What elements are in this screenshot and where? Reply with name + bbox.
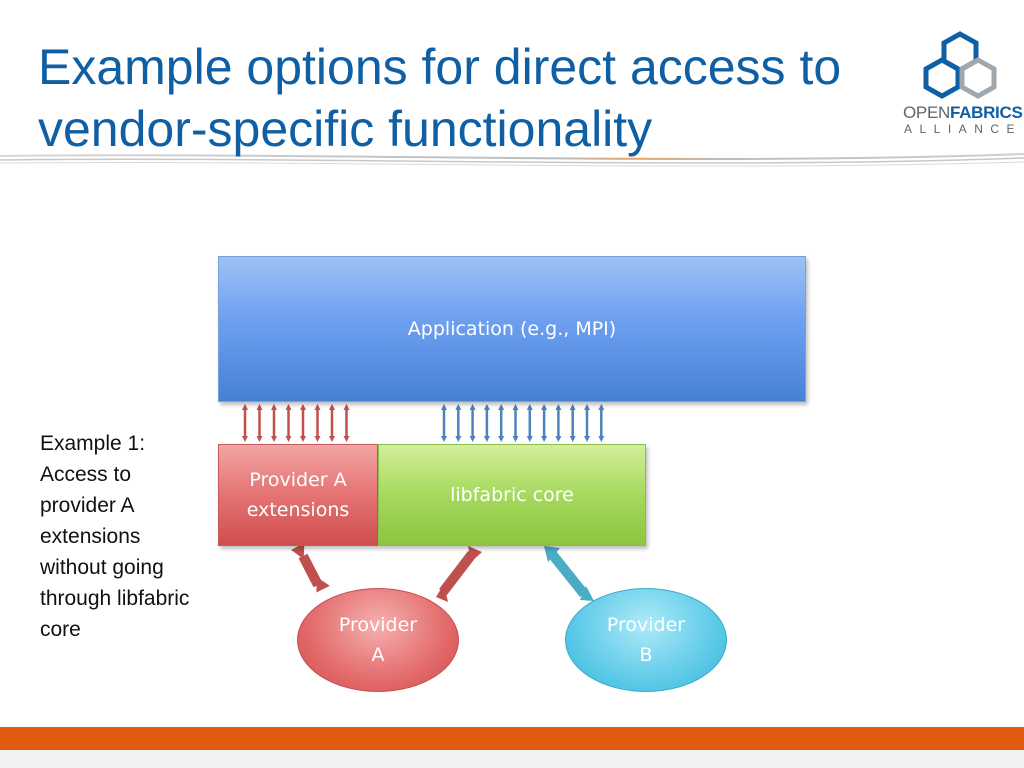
logo-subtitle: ALLIANCE [904, 122, 1023, 136]
libfabric-core-box: libfabric core [378, 444, 646, 546]
core-to-provider-b-arrow [544, 546, 594, 601]
logo-word-open: OPEN [903, 103, 950, 122]
provider-a-node: Provider A [297, 588, 459, 692]
note-line: extensions [40, 525, 141, 548]
provider-b-label-2: B [639, 644, 653, 666]
provider-a-extensions-label-1: Provider A [249, 469, 347, 491]
example-note: Example 1: Access to provider A extensio… [40, 428, 230, 645]
title-line-2: vendor-specific functionality [38, 101, 653, 157]
application-label: Application (e.g., MPI) [407, 318, 617, 340]
note-line: core [40, 618, 81, 641]
footer-bar [0, 727, 1024, 750]
logo-word-fabrics: FABRICS [949, 103, 1023, 122]
core-to-provider-a-arrow [436, 546, 482, 602]
libfabric-core-label: libfabric core [450, 484, 574, 506]
app-to-libfabric-core-arrows [441, 404, 605, 442]
logo-wordmark: OPENFABRICS [903, 104, 1023, 122]
provider-a-label-1: Provider [338, 614, 418, 636]
app-to-provider-a-ext-arrows [242, 404, 350, 442]
ext-to-provider-a-arrow [291, 543, 330, 593]
note-line: Access to [40, 463, 132, 486]
provider-a-extensions-box: Provider A extensions [218, 444, 378, 546]
note-line: without going [40, 556, 164, 579]
note-line: Example 1: [40, 432, 146, 455]
slide-title: Example options for direct access to ven… [38, 36, 841, 160]
title-line-1: Example options for direct access to [38, 39, 842, 95]
provider-b-node: Provider B [565, 588, 727, 692]
provider-a-label-2: A [371, 644, 385, 666]
note-line: through libfabric [40, 587, 190, 610]
openfabrics-logo-icon [923, 31, 997, 99]
note-line: provider A [40, 494, 135, 517]
application-box: Application (e.g., MPI) [218, 256, 806, 402]
footer-band [0, 750, 1024, 768]
title-underline-decoration [0, 153, 1024, 167]
provider-a-extensions-label-2: extensions [246, 499, 350, 521]
provider-b-label-1: Provider [606, 614, 686, 636]
